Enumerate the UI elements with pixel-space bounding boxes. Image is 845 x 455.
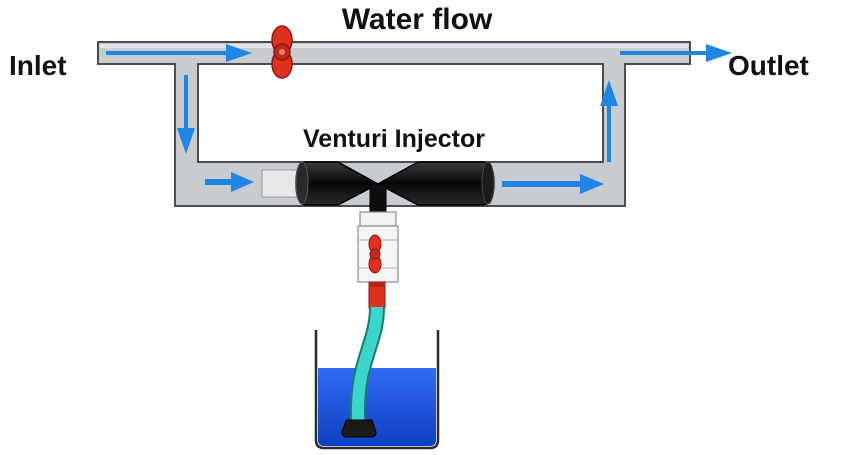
strainer-icon — [341, 419, 377, 438]
pipe-network — [97, 41, 691, 207]
outlet-label: Outlet — [728, 50, 809, 81]
suction-valve-assembly — [357, 211, 399, 309]
diagram-title: Water flow — [342, 3, 493, 36]
butterfly-valve-icon — [271, 25, 293, 79]
inlet-label: Inlet — [9, 50, 67, 81]
up-arrow-icon — [600, 80, 618, 162]
right-arrow-icon — [502, 174, 604, 194]
venturi-injector — [261, 161, 495, 221]
down-arrow-icon — [177, 75, 195, 154]
liquid — [318, 368, 436, 446]
right-arrow-icon — [620, 44, 732, 62]
pipe-highlight-top — [100, 44, 688, 48]
flow-arrows — [106, 44, 732, 194]
ball-valve-icon — [368, 234, 382, 274]
right-arrow-icon — [205, 172, 254, 192]
injector-label: Venturi Injector — [303, 125, 485, 153]
right-arrow-icon — [106, 44, 252, 62]
